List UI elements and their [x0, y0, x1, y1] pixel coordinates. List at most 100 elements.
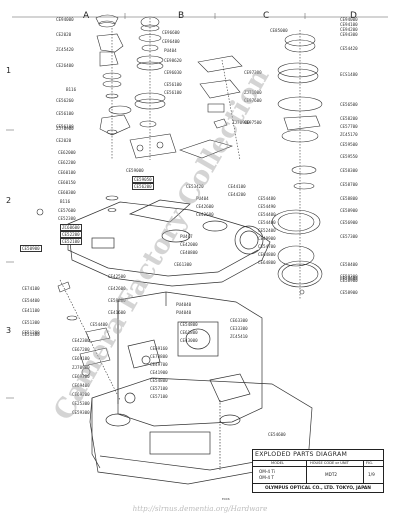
model-om4t: OM-4 T: [259, 475, 274, 480]
part-number-d-6: ECS1480: [340, 72, 358, 77]
part-number-c-15: CE54600: [268, 432, 286, 437]
part-number-a-0: CE94000: [56, 17, 74, 22]
part-number-b-33: CE33300: [230, 326, 248, 331]
part-number-b-28: CE70800: [150, 354, 168, 359]
part-number-a-37: CE59300: [72, 410, 90, 415]
part-number-a-4: B116: [66, 87, 77, 92]
part-number-c-0: CE97300: [244, 70, 262, 75]
part-number-a-6: CE56100: [56, 111, 74, 116]
part-number-a-17: CE52300: [58, 216, 76, 221]
part-number-a-33: CE69300: [72, 374, 90, 379]
part-number-d-19: CE58400: [340, 262, 358, 267]
part-number-a-26: CE51200: [22, 330, 40, 335]
model-header: MODEL: [271, 461, 284, 465]
part-number-b-10: CE56200: [132, 183, 154, 190]
part-number-b-19: CE42500: [108, 274, 126, 279]
part-number-a-23: CE54400: [22, 298, 40, 303]
part-number-b-23: PU4040: [176, 310, 192, 315]
part-number-b-25: CE61800: [180, 330, 198, 335]
part-number-d-17: CE56900: [340, 220, 358, 225]
part-number-d-8: CE58200: [340, 116, 358, 121]
part-number-b-16: CE42000: [180, 242, 198, 247]
part-number-b-15: PU407: [180, 234, 193, 239]
part-number-a-28: CE54400: [90, 322, 108, 327]
part-number-b-2: PU404: [164, 48, 177, 53]
part-number-c-3: CE97500: [244, 120, 262, 125]
part-number-d-22: CE58900: [340, 290, 358, 295]
part-number-a-3: CE26400: [56, 63, 74, 68]
part-number-c-4: CE54480: [258, 196, 276, 201]
column-label-b: B: [178, 11, 185, 21]
part-number-b-22: CE41600: [108, 310, 126, 315]
part-number-a-14: CE60300: [58, 190, 76, 195]
part-number-d-18: CE57300: [340, 234, 358, 239]
part-number-d-11: CE59500: [340, 142, 358, 147]
row-label-2: 2: [6, 196, 12, 205]
part-number-b-1: CE96400: [162, 39, 180, 44]
part-number-d-10: ZC45170: [340, 132, 358, 137]
part-number-b-30: CE41900: [150, 370, 168, 375]
part-number-b-4: CE96030: [164, 70, 182, 75]
part-number-a-31: CE69100: [72, 356, 90, 361]
part-number-b-35: CE54800: [150, 378, 168, 383]
part-number-c-8: CE52400: [258, 228, 276, 233]
source-url: http://slrnus.dementia.org/Hardware: [132, 504, 268, 513]
part-number-a-27: CE51300: [22, 332, 40, 337]
part-number-d-4: CE85000: [270, 28, 288, 33]
part-number-d-5: CE54420: [340, 46, 358, 51]
part-number-d-7: CE56500: [340, 102, 358, 107]
part-number-b-5: CE56100: [164, 82, 182, 87]
part-number-c-11: CE64800: [258, 252, 276, 257]
part-number-a-32: ZJ70900: [72, 365, 90, 370]
part-number-a-8: CE2020: [56, 138, 72, 143]
fig-header: FIG.: [366, 461, 374, 465]
part-number-b-11: CE53420: [186, 184, 204, 189]
part-number-a-15: B116: [60, 199, 71, 204]
part-number-a-21: CE50900: [20, 245, 42, 252]
part-number-b-0: CE96600: [162, 30, 180, 35]
part-number-d-9: CE57700: [340, 124, 358, 129]
rewind-knob-assembly: [95, 14, 132, 160]
part-number-d-23: CE58900: [340, 278, 358, 283]
part-number-d-12: CE59550: [340, 154, 358, 159]
part-number-a-1: CE2020: [56, 32, 72, 37]
sheet-code: E006: [222, 497, 230, 501]
part-number-b-8: CE59000: [126, 168, 144, 173]
part-number-a-2: ZC45420: [56, 47, 74, 52]
part-number-a-12: CE60100: [58, 170, 76, 175]
part-number-b-9: CE59050: [132, 176, 154, 183]
diagram-frame: [6, 13, 388, 399]
part-number-a-29: CE42300: [72, 338, 90, 343]
part-number-b-34: ZC45410: [230, 334, 248, 339]
model-om4ti: OM-4 Ti: [259, 469, 276, 474]
part-number-d-2: CE94200: [340, 27, 358, 32]
part-number-a-19: CE52200: [60, 231, 82, 238]
part-number-b-31: PU4040: [176, 302, 192, 307]
part-number-d-13: CE58300: [340, 168, 358, 173]
part-number-d-16: CE58900: [340, 208, 358, 213]
diagram-title: EXPLODED PARTS DIAGRAM: [255, 451, 348, 458]
part-number-b-32: CE63300: [230, 318, 248, 323]
part-number-c-6: CE54400: [258, 212, 276, 217]
row-label-1: 1: [6, 66, 12, 75]
part-number-c-10: CE54700: [258, 244, 276, 249]
part-number-a-24: CE41100: [22, 308, 40, 313]
part-number-b-17: CE40800: [180, 250, 198, 255]
part-number-b-13: CE42600: [196, 204, 214, 209]
part-number-d-14: CE58700: [340, 182, 358, 187]
part-number-a-16: CE57600: [58, 208, 76, 213]
column-label-c: C: [263, 11, 270, 21]
part-number-a-22: CE74100: [22, 286, 40, 291]
part-number-b-37: CE57100: [150, 394, 168, 399]
part-number-a-34: CE69400: [72, 383, 90, 388]
part-number-c-14: CE44200: [228, 192, 246, 197]
part-number-b-14: CE42600: [196, 212, 214, 217]
part-number-c-2: CE97600: [244, 98, 262, 103]
fig-value: 1/9: [368, 472, 375, 477]
part-number-b-36: CE57100: [150, 386, 168, 391]
part-number-d-15: CE58800: [340, 196, 358, 201]
part-number-a-25: CE51300: [22, 320, 40, 325]
part-number-a-5: CE56260: [56, 98, 74, 103]
